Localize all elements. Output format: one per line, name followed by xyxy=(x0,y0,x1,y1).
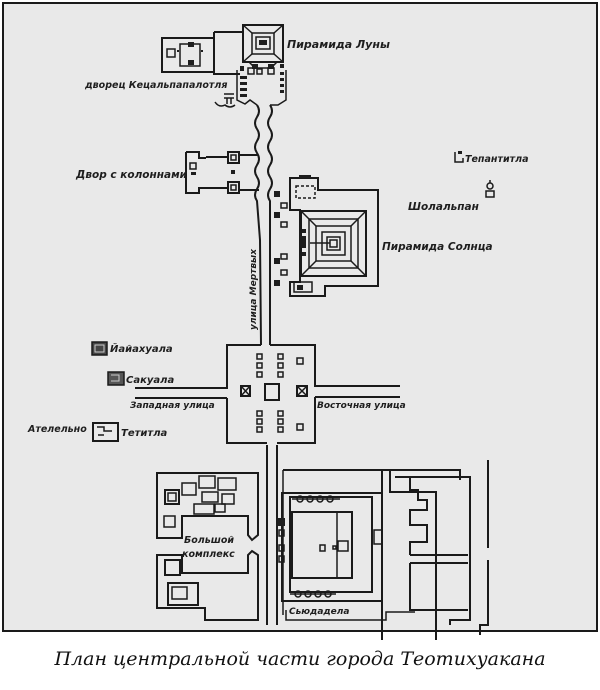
label-west-street: Западная улица xyxy=(130,401,215,411)
label-sun-pyramid: Пирамида Солнца xyxy=(382,241,493,253)
sun-pyramid xyxy=(274,175,379,297)
label-yayahuala: Йайахуала xyxy=(110,342,173,355)
ciudadela-top-row xyxy=(292,495,340,503)
yayahuala-site xyxy=(91,341,108,356)
label-tetitla: Тетитла xyxy=(121,428,168,439)
label-street-of-dead: улица Мертвых xyxy=(249,248,259,330)
map-caption: План центральной части города Теотихуака… xyxy=(54,648,546,670)
columns-court xyxy=(185,151,259,194)
label-ciudadela: Сьюдадела xyxy=(289,607,349,617)
quetzalpapalotl-palace xyxy=(161,31,243,108)
label-zacuala: Сакуала xyxy=(126,375,174,386)
tepantitla-site xyxy=(454,151,464,163)
ciudadela-bottom-row xyxy=(290,590,336,598)
label-quetzalpapalotl-palace: дворец Кецальпапалотля xyxy=(84,80,227,91)
great-complex xyxy=(156,472,259,621)
street-of-the-dead xyxy=(254,104,278,625)
zacuala-site xyxy=(107,371,125,386)
crossroads xyxy=(135,344,400,444)
ciudadela xyxy=(278,460,489,640)
teotihuacan-map: Пирамида Луны дворец Кецальпапалотля Дво… xyxy=(2,2,598,640)
label-tepantitla: Тепантитла xyxy=(465,154,529,165)
label-east-street: Восточная улица xyxy=(317,401,406,411)
label-xolalpan: Шолальпан xyxy=(408,201,479,213)
moon-pyramid xyxy=(236,24,287,106)
label-atetelco: Ателельно xyxy=(27,424,87,435)
label-moon-pyramid: Пирамида Луны xyxy=(287,38,390,51)
label-great-complex-2: комплекс xyxy=(182,549,235,560)
label-great-complex-1: Большой xyxy=(184,535,234,546)
xolalpan-site xyxy=(485,180,495,198)
label-columns-court: Двор с колоннами xyxy=(75,169,188,181)
tetitla-site xyxy=(92,422,119,442)
map-frame xyxy=(2,2,598,632)
